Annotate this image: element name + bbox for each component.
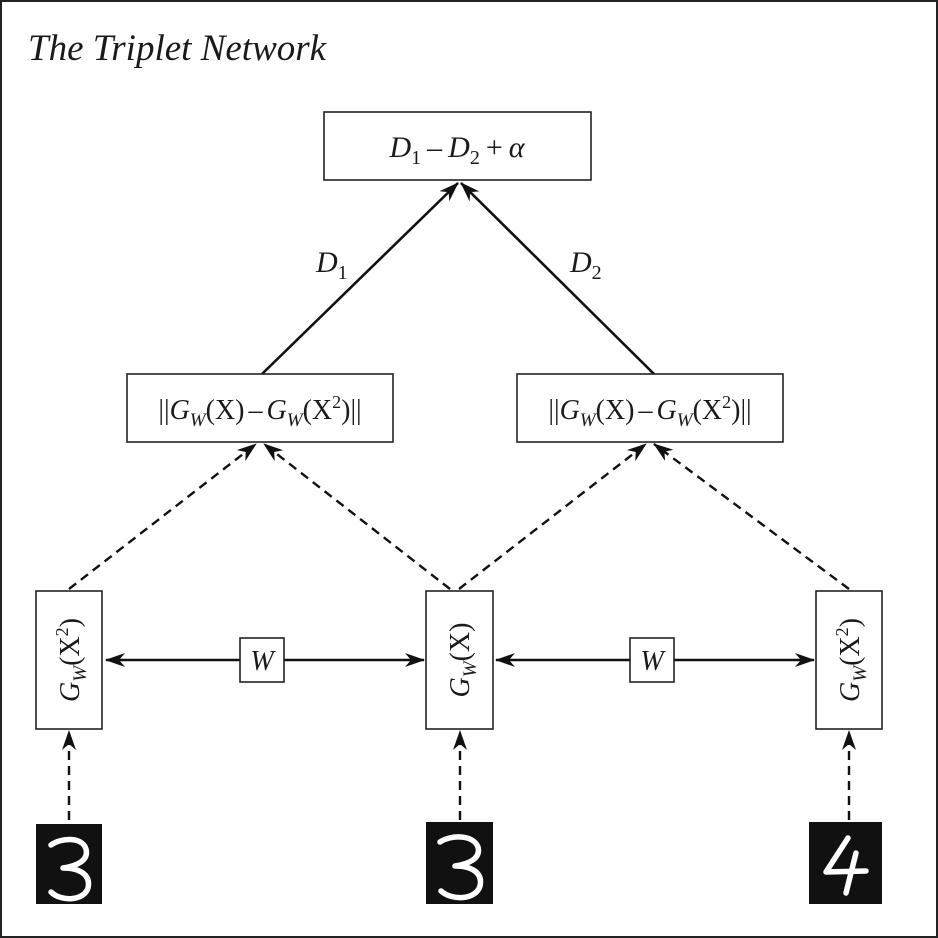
input-image-positive: [426, 822, 493, 904]
input-image-anchor: [36, 824, 102, 904]
distance-node-right-box: [516, 373, 784, 443]
embedding-node-right-box: [815, 590, 883, 730]
embedding-node-center: GW(X): [425, 590, 494, 730]
edge-center-embed-to-distance1: [263, 443, 451, 590]
edge-center-embed-to-distance2: [458, 443, 647, 590]
shared-weight-right-label: W: [640, 646, 666, 677]
shared-weight-right-box: [629, 637, 675, 683]
shared-weight-right: W: [629, 637, 675, 683]
input-image-negative: [809, 822, 882, 904]
shared-weight-left-label: W: [250, 646, 276, 677]
embedding-formula-left: GW(X2): [52, 618, 91, 702]
distance-node-right: ||GW(X)–GW(X2)||: [516, 373, 784, 443]
digit-three-glyph: [48, 836, 92, 902]
loss-formula: D1–D2+α: [388, 131, 525, 169]
embedding-node-left: GW(X2): [35, 590, 103, 730]
edge-left-embed-to-distance1: [68, 443, 257, 590]
digit-four-glyph: [823, 835, 869, 896]
distance-formula-right: ||GW(X)–GW(X2)||: [548, 392, 751, 431]
embedding-node-left-box: [35, 590, 103, 730]
embedding-node-center-box: [425, 590, 494, 730]
shared-weight-left: W: [239, 637, 285, 683]
digit-image-background: [36, 824, 102, 904]
shared-weight-left-box: [239, 637, 285, 683]
embedding-formula-right: GW(X2): [832, 618, 871, 702]
distance-node-left: ||GW(X)–GW(X2)||: [126, 373, 394, 443]
embedding-node-right: GW(X2): [815, 590, 883, 730]
digit-three-glyph: [437, 834, 484, 901]
edge-d1: [261, 182, 459, 375]
distance-node-left-box: [126, 373, 394, 443]
edge-right-embed-to-distance2: [653, 443, 850, 590]
diagram-title: The Triplet Network: [28, 28, 327, 69]
edge-label-d1: D1: [315, 246, 348, 284]
distance-formula-left: ||GW(X)–GW(X2)||: [158, 392, 361, 431]
loss-node-box: [323, 111, 592, 181]
edge-label-d2: D2: [569, 246, 602, 284]
edge-d2: [460, 182, 655, 375]
embedding-formula-center: GW(X): [445, 623, 481, 698]
loss-node: D1–D2+α: [323, 111, 592, 181]
